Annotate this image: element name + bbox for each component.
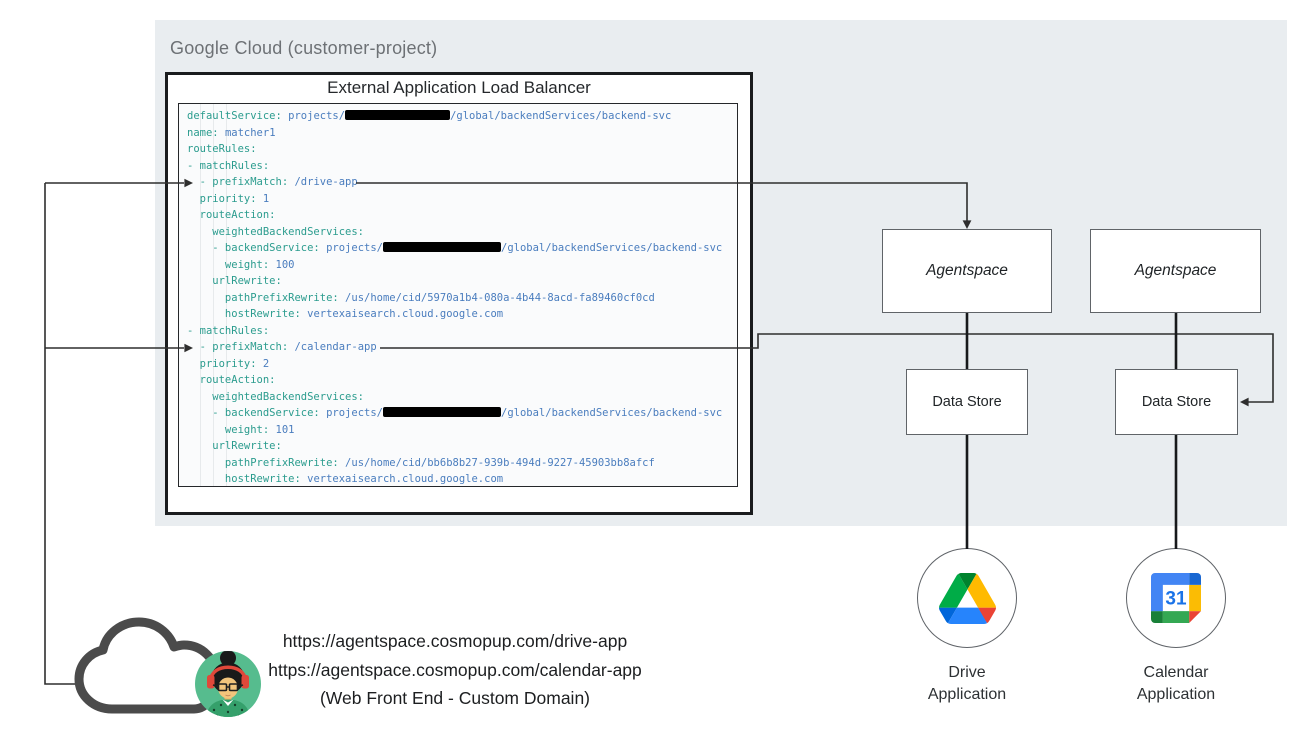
datastore-box-1: Data Store xyxy=(906,369,1028,435)
agentspace-label: Agentspace xyxy=(1134,262,1217,279)
cloud-icon xyxy=(74,617,221,714)
code-line: - backendService: projects//global/backe… xyxy=(187,407,723,419)
code-line: - prefixMatch: /calendar-app xyxy=(187,341,377,353)
code-line: hostRewrite: vertexaisearch.cloud.google… xyxy=(187,308,504,320)
agentspace-box-1: Agentspace xyxy=(882,229,1052,313)
agentspace-label: Agentspace xyxy=(926,262,1008,279)
line-user-vertical xyxy=(44,183,100,685)
drive-app-circle xyxy=(917,548,1017,648)
code-block: defaultService: projects//global/backend… xyxy=(178,103,738,487)
code-line: weightedBackendServices: xyxy=(187,390,365,403)
redacted-project-id xyxy=(383,242,501,252)
code-line: priority: 2 xyxy=(187,357,270,370)
code-line: weight: 100 xyxy=(187,258,295,271)
glasses-icon xyxy=(212,683,244,692)
code-line: defaultService: projects//global/backend… xyxy=(187,110,672,122)
code-line: - matchRules: xyxy=(187,324,270,337)
redacted-project-id xyxy=(345,110,451,120)
code-line: urlRewrite: xyxy=(187,440,282,452)
agentspace-box-2: Agentspace xyxy=(1090,229,1261,313)
drive-app-label: Drive Application xyxy=(927,664,1007,703)
load-balancer-title: External Application Load Balancer xyxy=(327,78,591,97)
calendar-day-number: 31 xyxy=(1165,589,1187,610)
code-line: pathPrefixRewrite: /us/home/cid/bb6b8b27… xyxy=(187,456,655,469)
code-line: - matchRules: xyxy=(187,159,270,172)
code-line: routeAction: xyxy=(187,209,276,221)
code-line: weight: 101 xyxy=(187,423,295,436)
google-calendar-icon: 31 xyxy=(1151,573,1201,623)
indent-guide xyxy=(200,104,201,486)
datastore-label: Data Store xyxy=(1141,394,1212,410)
drive-url: https://agentspace.cosmopup.com/drive-ap… xyxy=(282,631,628,651)
datastore-box-2: Data Store xyxy=(1115,369,1238,435)
code-line: - backendService: projects//global/backe… xyxy=(187,242,723,254)
code-line: pathPrefixRewrite: /us/home/cid/5970a1b4… xyxy=(187,291,655,304)
code-line: routeAction: xyxy=(187,374,276,386)
code-line: name: matcher1 xyxy=(187,126,276,139)
code-line: - prefixMatch: /drive-app xyxy=(187,176,358,188)
google-cloud-label: Google Cloud (customer-project) xyxy=(170,38,438,58)
redacted-project-id xyxy=(383,407,501,417)
google-drive-icon xyxy=(938,572,996,624)
web-user-figure xyxy=(74,617,261,717)
frontend-caption: (Web Front End - Custom Domain) xyxy=(319,688,591,708)
indent-guide xyxy=(226,104,227,486)
code-line: routeRules: xyxy=(187,143,257,155)
calendar-url: https://agentspace.cosmopup.com/calendar… xyxy=(268,659,642,680)
frontend-urls: https://agentspace.cosmopup.com/drive-ap… xyxy=(240,627,670,713)
code-line: urlRewrite: xyxy=(187,275,282,287)
code-line: weightedBackendServices: xyxy=(187,225,365,238)
code-line: hostRewrite: vertexaisearch.cloud.google… xyxy=(187,473,504,485)
calendar-app-circle: 31 xyxy=(1126,548,1226,648)
indent-guide xyxy=(213,104,214,486)
calendar-app-label: Calendar Application xyxy=(1136,664,1216,703)
code-line: priority: 1 xyxy=(187,192,270,205)
datastore-label: Data Store xyxy=(932,394,1002,410)
